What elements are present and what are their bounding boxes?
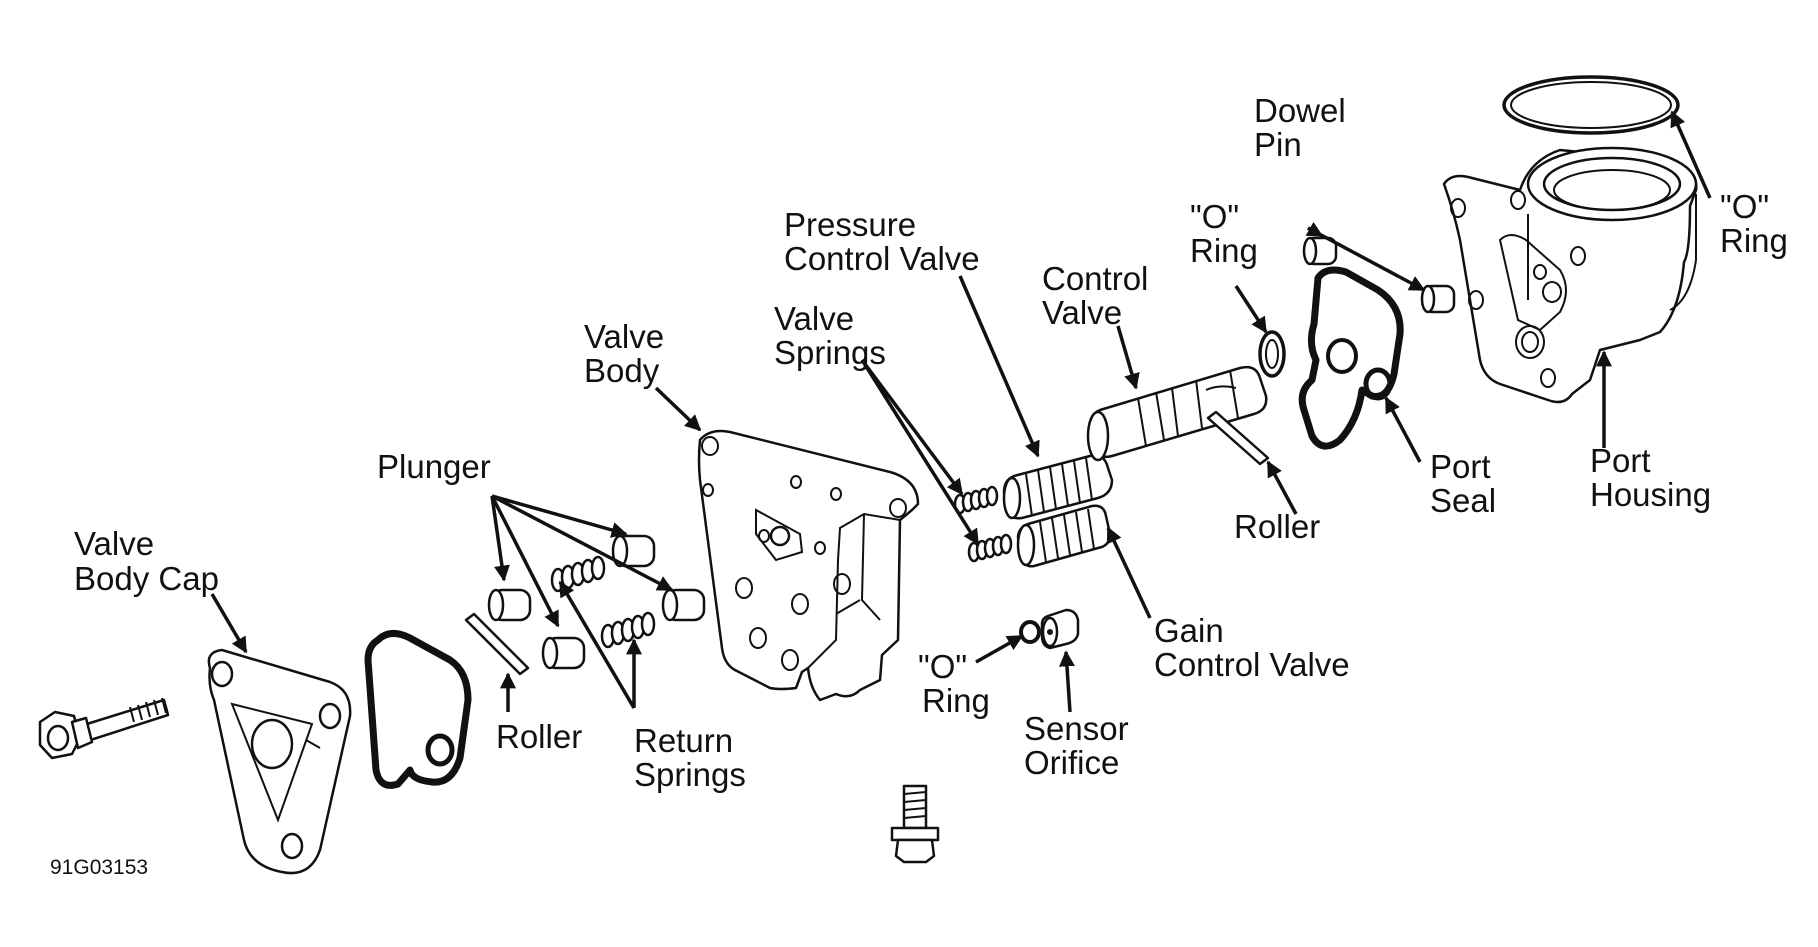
port-housing-part: [1442, 146, 1698, 404]
valve-springs: [953, 485, 1013, 563]
label-control-valve-line1: Control: [1042, 260, 1148, 297]
gain-control-valve-part: [1016, 504, 1112, 568]
plunger-2: [487, 588, 532, 622]
label-valve-body-cap-line1: Valve: [74, 525, 154, 562]
label-dowel-pin-line2: Pin: [1254, 126, 1302, 163]
label-sensor-orifice-line2: Orifice: [1024, 744, 1119, 781]
control-valve-part: [1086, 365, 1268, 462]
port-seal-hole: [1363, 367, 1393, 401]
gasket-left-hole: [425, 733, 455, 767]
small-bolt: [890, 784, 940, 864]
label-gain-control-valve-line1: Gain: [1154, 612, 1224, 649]
return-spring-lower: [600, 611, 656, 649]
label-port-housing-line2: Housing: [1590, 476, 1711, 513]
valve-body: [697, 429, 920, 702]
valve-body-cap: [207, 648, 352, 875]
label-gain-control-valve-line2: Control Valve: [1154, 646, 1350, 683]
o-ring-top-part: [1502, 75, 1680, 135]
label-control-valve-line2: Valve: [1042, 294, 1122, 331]
dowel-pin-1: [1302, 236, 1338, 266]
label-return-springs-line1: Return: [634, 722, 733, 759]
pressure-control-valve-part: [1002, 454, 1114, 520]
label-port-housing-line1: Port: [1590, 442, 1651, 479]
label-pressure-control-valve-line1: Pressure: [784, 206, 916, 243]
label-valve-springs-line1: Valve: [774, 300, 854, 337]
leader-lines: [210, 110, 1712, 713]
o-ring-top-inner: [1510, 81, 1672, 129]
figure-code: 91G03153: [50, 856, 148, 879]
label-pressure-control-valve-line2: Control Valve: [784, 240, 980, 277]
return-spring-upper: [550, 555, 606, 593]
label-o-ring-bottom-line1: "O": [918, 648, 967, 685]
port-seal-hole-2: [1326, 338, 1358, 374]
label-roller-right: Roller: [1234, 508, 1320, 545]
label-plunger: Plunger: [377, 448, 491, 485]
long-bolt: [38, 697, 170, 760]
plunger-4: [541, 636, 586, 670]
return-springs: [550, 555, 656, 649]
label-return-springs-line2: Springs: [634, 756, 746, 793]
label-valve-body-cap-line2: Body Cap: [74, 560, 219, 597]
roller-right-part: [1206, 410, 1270, 466]
valve-spring-upper: [953, 485, 999, 515]
label-roller-left: Roller: [496, 718, 582, 755]
valve-spring-lower: [967, 533, 1013, 563]
label-o-ring-mid-line2: Ring: [1190, 232, 1258, 269]
label-o-ring-bottom-line2: Ring: [922, 682, 990, 719]
label-sensor-orifice-line1: Sensor: [1024, 710, 1129, 747]
label-valve-body-line1: Valve: [584, 318, 664, 355]
o-ring-bottom-part: [1019, 620, 1041, 644]
dowel-pin-2: [1420, 284, 1456, 314]
sensor-orifice-part: [1040, 608, 1080, 650]
plunger-3: [661, 588, 706, 622]
label-port-seal-line2: Seal: [1430, 482, 1496, 519]
roller-left-part: [464, 612, 530, 676]
o-ring-mid-inner: [1265, 339, 1279, 369]
valve-body-cap-gasket: [364, 630, 472, 789]
label-o-ring-top-line1: "O": [1720, 188, 1769, 225]
port-seal-part: [1298, 266, 1404, 450]
o-ring-mid-part: [1258, 330, 1286, 378]
label-valve-body-line2: Body: [584, 352, 660, 389]
label-port-seal-line1: Port: [1430, 448, 1491, 485]
label-dowel-pin-line1: Dowel: [1254, 92, 1346, 129]
plungers: [487, 534, 706, 670]
label-o-ring-top-line2: Ring: [1720, 222, 1788, 259]
label-o-ring-mid-line1: "O": [1190, 198, 1239, 235]
label-valve-springs-line2: Springs: [774, 334, 886, 371]
